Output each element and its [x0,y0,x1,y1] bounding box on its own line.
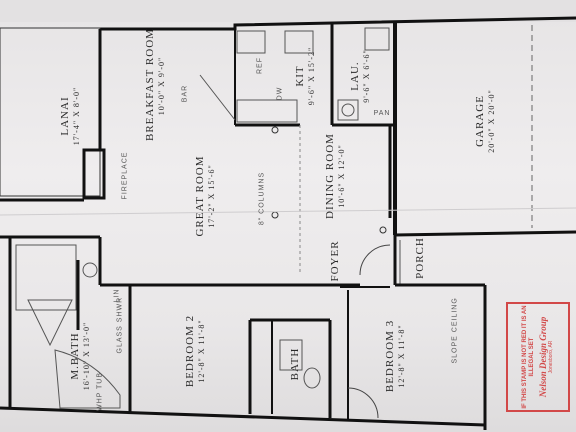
bedroom-3-name: BEDROOM 3 [384,319,396,393]
bedroom-2-label: BEDROOM 2 12'-8" X 11'-8" [184,301,206,401]
laundry-label: LAU. 9'-6" X 6'-6" [349,41,371,111]
garage-name: GARAGE [474,95,486,147]
lanai-dim: 17'-4" X 8'-0" [72,86,81,146]
kitchen-label: KIT 9'-6" X 15'-2" [294,41,316,111]
great-room-dim: 17'-2" X 15'-6" [207,164,216,228]
great-room-name: GREAT ROOM [194,155,206,237]
laundry-dim: 9'-6" X 6'-6" [362,49,371,103]
breakfast-room-dim: 10'-0" X 9'-0" [157,56,166,116]
fireplace-label: FIREPLACE [121,151,129,200]
lanai-label: LANAI 17'-4" X 8'-0" [59,76,81,156]
great-room-label: GREAT ROOM 17'-2" X 15'-6" [194,141,216,251]
plan-stamp: IF THIS STAMP IS NOT RED IT IS AN ILLEGA… [506,302,570,412]
breakfast-room-label: BREAKFAST ROOM 10'-0" X 9'-0" [144,28,166,141]
dw-label: DW [276,86,284,101]
kitchen-dim: 9'-6" X 15'-2" [307,46,316,106]
bedroom-3-dim: 12'-8" X 11'-8" [397,324,406,388]
lanai-name: LANAI [59,96,71,136]
garage-label: GARAGE 20'-0" X 20'-0" [474,66,496,176]
dining-room-name: DINING ROOM [324,133,336,219]
kitchen-name: KIT [294,65,306,87]
ref-label: REF [256,57,264,74]
foyer-label: FOYER [329,231,341,291]
bar-label: BAR [181,84,189,103]
glass-shower-label: GLASS SHWR [116,296,124,354]
whirlpool-tub-label: WHP TUB [96,371,104,412]
master-bath-name: M.BATH [69,332,81,380]
porch-name: PORCH [414,237,426,279]
master-bath-dim: 16'-10" X 13'-0" [82,321,91,391]
linen-label: LIN [113,288,121,303]
stamp-warning: IF THIS STAMP IS NOT RED IT IS AN ILLEGA… [522,305,535,409]
breakfast-room-name: BREAKFAST ROOM [144,28,156,141]
bath-name: BATH [289,347,301,381]
laundry-name: LAU. [349,61,361,91]
slope-ceiling-label: SLOPE CEILING [451,297,459,364]
foyer-name: FOYER [329,240,341,282]
stamp-logo: Nelson Design Group [538,316,548,398]
porch-label: PORCH [414,228,426,288]
bedroom-2-name: BEDROOM 2 [184,314,196,388]
bedroom-2-dim: 12'-8" X 11'-8" [197,319,206,383]
dining-room-label: DINING ROOM 10'-6" X 12'-0" [324,121,346,231]
columns-label: 8" COLUMNS [258,171,266,226]
master-bath-label: M.BATH 16'-10" X 13'-0" [69,311,91,401]
stamp-footer: Jonesboro, AR [548,340,554,374]
dining-room-dim: 10'-6" X 12'-0" [337,144,346,208]
bedroom-3-label: BEDROOM 3 12'-8" X 11'-8" [384,306,406,406]
pan-label: PAN [373,110,391,117]
bath-label: BATH [289,334,301,394]
garage-dim: 20'-0" X 20'-0" [487,89,496,153]
